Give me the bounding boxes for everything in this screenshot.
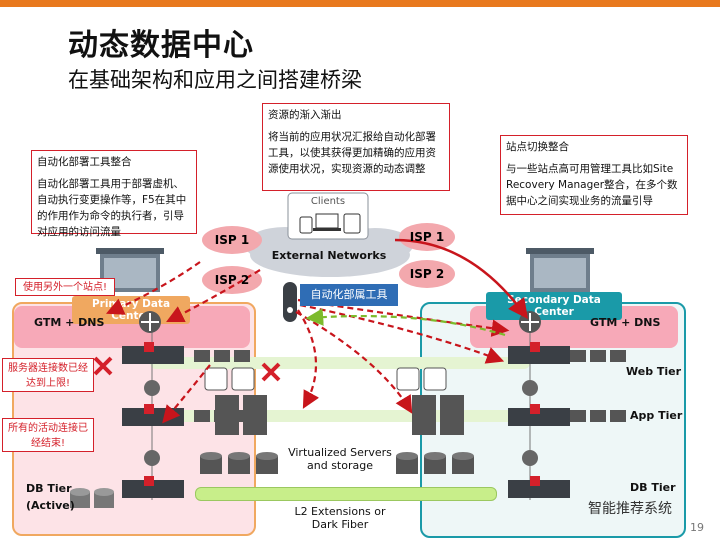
note-server-limit: 服务器连接数已经达到上限!: [2, 358, 94, 392]
primary-gtm-label: GTM + DNS: [34, 316, 105, 329]
automation-tool-capsule: [283, 282, 297, 322]
virtual-server-cluster-right: [396, 367, 464, 435]
callout-site-failover: 站点切换整合 与一些站点高可用管理工具比如Site Recovery Manag…: [500, 135, 688, 215]
clients-label: Clients: [310, 196, 346, 207]
secondary-building-icon: [526, 248, 594, 292]
isp-route-arrow: [394, 238, 528, 320]
watermark-text: 智能推荐系统: [588, 501, 672, 517]
primary-switch-icons: [144, 380, 160, 466]
automation-tool-label: 自动化部属工具: [300, 284, 398, 306]
page-title: 动态数据中心: [68, 28, 254, 63]
isp-bubble-right-1: [399, 223, 455, 251]
secondary-app-servers: [570, 410, 626, 422]
secondary-device-stack: [508, 342, 570, 498]
failure-x-marks: [93, 356, 281, 382]
virtual-server-cluster-left: [204, 367, 267, 435]
primary-web-servers: [194, 350, 250, 362]
isp2-right-label: ISP 2: [409, 267, 445, 281]
l2-extensions-label: L2 Extensions or Dark Fiber: [294, 505, 386, 531]
isp1-right-label: ISP 1: [409, 230, 445, 244]
top-accent-bar: [0, 0, 720, 7]
storage-cylinders-left: [200, 452, 278, 474]
primary-db-cylinders: [70, 488, 114, 508]
note-active-ended: 所有的活动连接已经结束!: [2, 418, 94, 452]
primary-device-stack: [122, 342, 184, 498]
callout-middle-body: 将当前的应用状况汇报给自动化部署工具，以使其获得更加精确的应用资源使用状况，实现…: [268, 131, 436, 175]
callout-right-heading: 站点切换整合: [506, 141, 569, 153]
primary-db-status: (Active): [26, 499, 75, 512]
isp1-left-label: ISP 1: [214, 233, 250, 247]
secondary-switch-icons: [522, 380, 538, 466]
callout-middle-heading: 资源的渐入渐出: [268, 109, 342, 121]
callout-resource-scaling: 资源的渐入渐出 将当前的应用状况汇报给自动化部署工具，以使其获得更加精确的应用资…: [262, 103, 450, 191]
storage-cylinders-right: [396, 452, 474, 474]
secondary-web-servers: [570, 350, 626, 362]
callout-right-body: 与一些站点高可用管理工具比如Site Recovery Manager整合，在多…: [506, 163, 678, 207]
report-back-arrow: [305, 308, 506, 337]
callout-automation-deploy: 自动化部署工具整合 自动化部署工具用于部署虚机、自动执行变更操作等，F5在其中的…: [31, 150, 197, 238]
external-network-cloud: [245, 227, 413, 277]
clients-box: [287, 192, 369, 240]
isp-bubble-left-1: [202, 226, 262, 254]
app-tier-label: App Tier: [630, 409, 683, 422]
secondary-gtm-label: GTM + DNS: [590, 316, 661, 329]
callout-left-body: 自动化部署工具用于部署虚机、自动执行变更操作等，F5在其中的作用作为命令的执行者…: [37, 178, 187, 238]
secondary-gtm-router-icon: [519, 311, 541, 333]
isp-bubble-right-2: [399, 260, 455, 288]
secondary-db-tier-label: DB Tier: [630, 481, 676, 494]
primary-db-tier-label: DB Tier: [26, 482, 72, 495]
isp2-left-label: ISP 2: [214, 273, 250, 287]
isp-bubble-left-2: [202, 266, 262, 294]
web-tier-label: Web Tier: [626, 365, 682, 378]
page-subtitle: 在基础架构和应用之间搭建桥梁: [68, 68, 362, 92]
note-use-other-site: 使用另外一个站点!: [15, 278, 115, 296]
page-number: 19: [690, 521, 704, 534]
external-networks-label: External Networks: [271, 249, 387, 262]
primary-gtm-router-icon: [139, 311, 161, 333]
l2-extension-bar: [195, 487, 497, 501]
virtualized-servers-label: Virtualized Servers and storage: [288, 446, 392, 472]
callout-left-heading: 自动化部署工具整合: [37, 156, 132, 168]
